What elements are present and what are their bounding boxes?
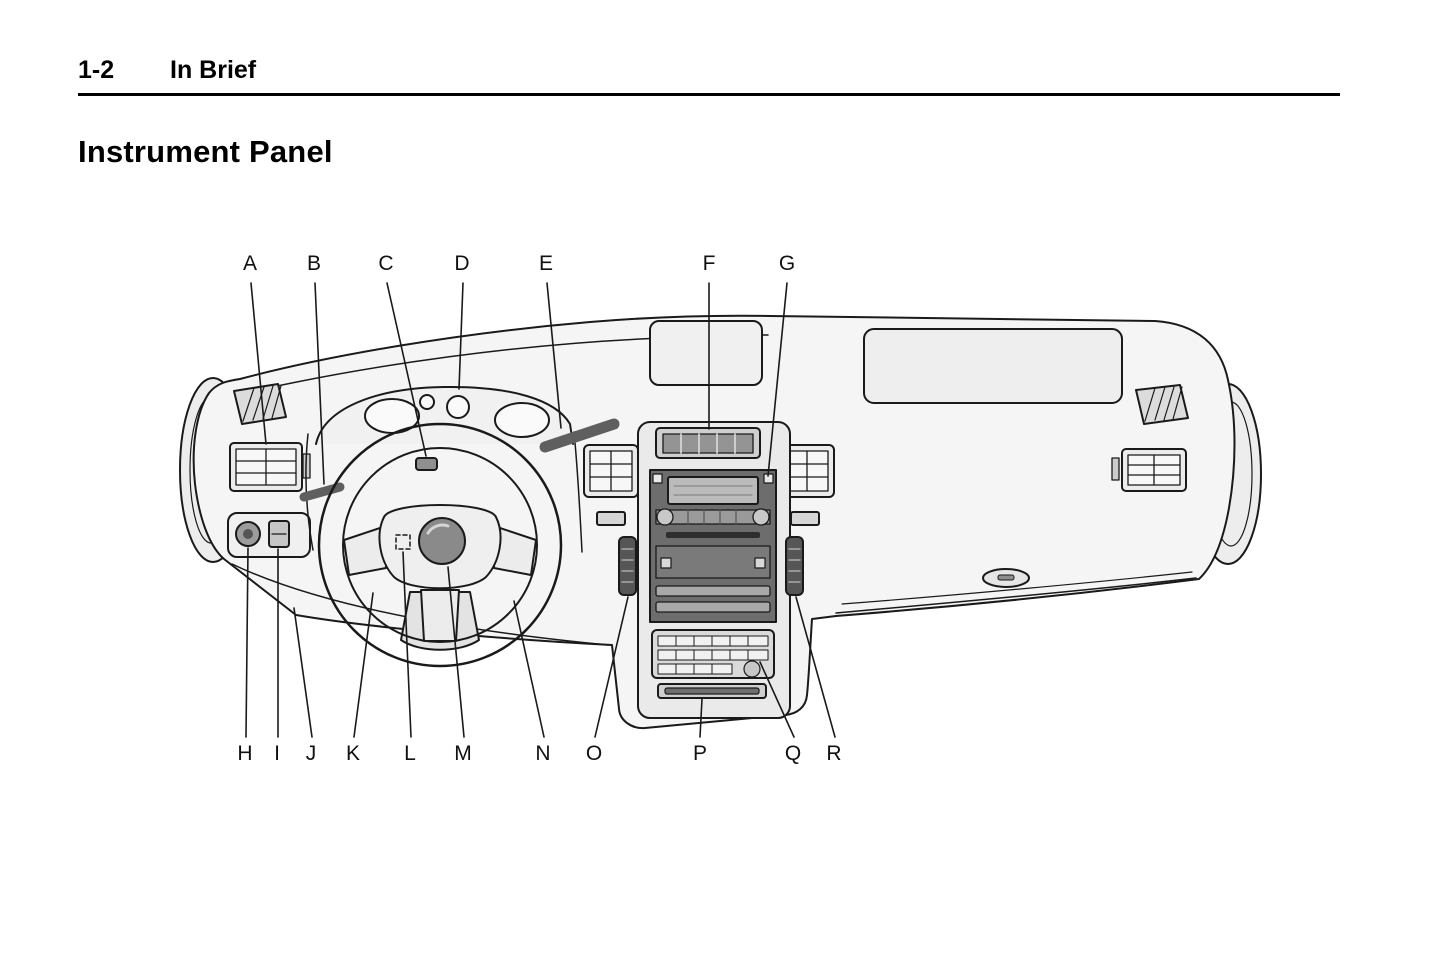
center-dash-vent (655, 427, 761, 459)
cd-slot (666, 532, 760, 538)
center-speaker-grille (649, 320, 763, 386)
callout-f: F (702, 252, 716, 275)
callout-g: G (778, 252, 796, 275)
center-right-vent (779, 444, 835, 498)
callout-c: C (378, 252, 394, 275)
callout-e: E (538, 252, 554, 275)
wiper-lever (539, 418, 620, 453)
leader-lines (245, 282, 836, 738)
passenger-airbag-panel (863, 328, 1123, 404)
right-console-switch (785, 536, 804, 596)
callout-l: L (404, 742, 416, 765)
section-title: In Brief (170, 56, 257, 84)
column-control (415, 457, 438, 471)
left-vent-trim (596, 511, 626, 526)
climate-knob (743, 660, 761, 678)
right-vent-trim (790, 511, 820, 526)
right-defroster-vent (1135, 384, 1189, 425)
radio-knob-right (752, 508, 770, 526)
radio-unit (649, 469, 777, 623)
knee-bolster-line (231, 563, 609, 646)
callout-h: H (237, 742, 253, 765)
callout-p: P (692, 742, 708, 765)
callout-a: A (242, 252, 258, 275)
driver-switch-panel (227, 512, 311, 558)
callout-k: K (345, 742, 361, 765)
callout-o: O (585, 742, 603, 765)
center-left-vent (583, 444, 639, 498)
left-console-switch (618, 536, 637, 596)
callout-j: J (305, 742, 317, 765)
driver-side-vent (229, 442, 311, 492)
callout-m: M (454, 742, 472, 765)
callout-b: B (306, 252, 322, 275)
section-number: 1-2 (78, 56, 115, 84)
left-defroster-vent (233, 383, 287, 425)
callout-n: N (535, 742, 551, 765)
climate-control-panel (651, 629, 775, 679)
instrument-cluster (315, 385, 574, 445)
steering-wheel (317, 422, 563, 668)
dash-seam-right (573, 431, 583, 553)
header-rule (78, 93, 1340, 96)
radio-knob-left (656, 508, 674, 526)
callout-target-marker (395, 534, 411, 550)
glove-box (835, 568, 1197, 614)
callout-i: I (274, 742, 280, 765)
callout-r: R (826, 742, 842, 765)
callout-d: D (454, 252, 470, 275)
callout-q: Q (784, 742, 802, 765)
radio-display (667, 476, 759, 505)
page-heading: Instrument Panel (78, 134, 333, 169)
passenger-side-vent (1111, 448, 1187, 492)
lower-storage-slot (657, 683, 767, 699)
